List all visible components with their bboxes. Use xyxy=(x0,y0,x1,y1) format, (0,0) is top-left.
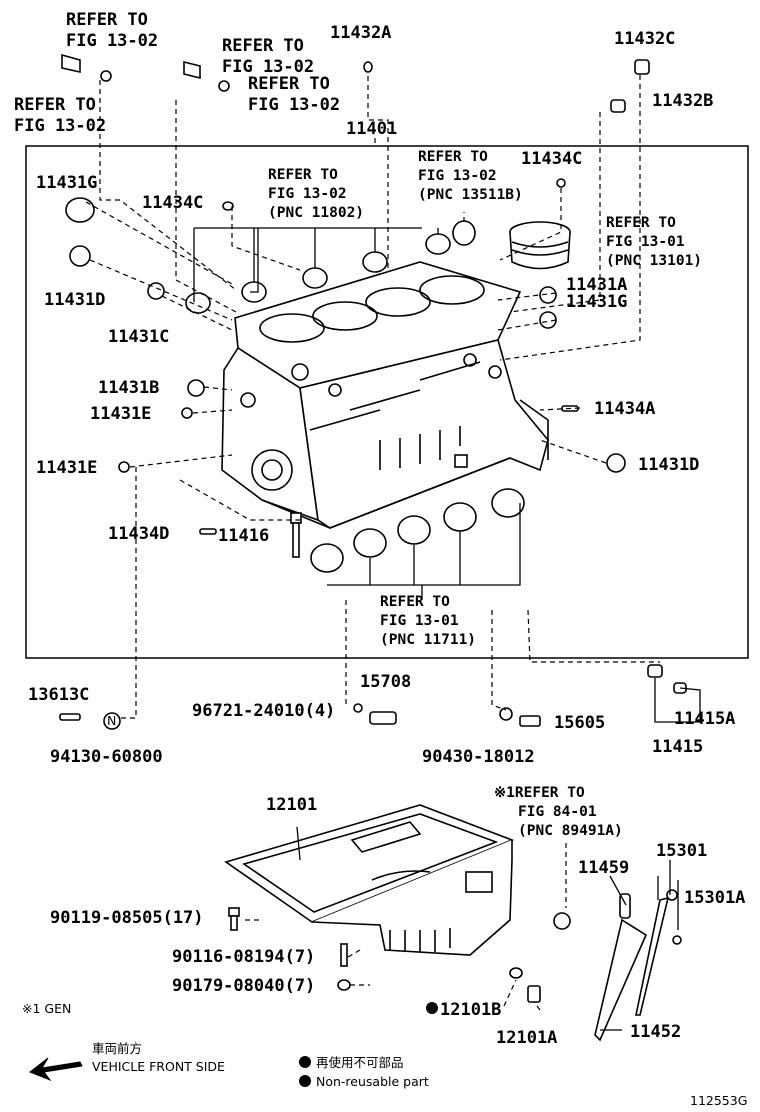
label-12101: 12101 xyxy=(266,795,317,815)
figure-id: 112553G xyxy=(690,1093,747,1108)
piston-drawing xyxy=(509,221,571,270)
label-11452: 11452 xyxy=(630,1022,681,1042)
label-12101B: 12101B xyxy=(440,1000,501,1020)
label-11415: 11415 xyxy=(652,737,703,757)
oil-pan-hardware xyxy=(228,907,541,1003)
ref-top-left-2-line1: REFER TO xyxy=(14,95,96,115)
bolt-11416 xyxy=(290,512,302,558)
ref-mid1-line3: (PNC 11802) xyxy=(268,205,364,221)
ref-top-2-line2: FIG 13-02 xyxy=(222,57,314,77)
label-11431G-right: 11431G xyxy=(566,292,627,312)
legend-en: Non-reusable part xyxy=(316,1074,429,1089)
label-94130: 94130-60800 xyxy=(50,747,163,767)
lower-bearing-shells xyxy=(310,488,525,573)
legend-dot-icon-2 xyxy=(299,1075,311,1087)
label-11401: 11401 xyxy=(346,119,397,139)
block-group-frame xyxy=(25,145,749,659)
ref-mid2-line1: REFER TO xyxy=(418,149,488,165)
oil-pan-drawing xyxy=(224,804,571,956)
ref-main-line1: REFER TO xyxy=(380,594,450,610)
non-reusable-n-mark: N xyxy=(107,713,116,728)
label-11434C-left: 11434C xyxy=(142,193,203,213)
ref-top-left-1-line1: REFER TO xyxy=(66,10,148,30)
ref-mid1-line2: FIG 13-02 xyxy=(268,186,347,202)
label-11432A: 11432A xyxy=(330,23,391,43)
ref-pan-line2: FIG 84-01 xyxy=(518,804,597,820)
leader-lines xyxy=(85,75,701,1031)
label-11431B: 11431B xyxy=(98,378,159,398)
ref-mid2-line3: (PNC 13511B) xyxy=(418,187,523,203)
gen-note: ※1 GEN xyxy=(22,1001,71,1016)
ref-mid2-line2: FIG 13-02 xyxy=(418,168,497,184)
label-11432C: 11432C xyxy=(614,29,675,49)
ref-piston-line2: FIG 13-01 xyxy=(606,234,685,250)
cylinder-block-drawing xyxy=(221,261,549,529)
label-11431G-left: 11431G xyxy=(36,173,97,193)
ref-top-left-1-line2: FIG 13-02 xyxy=(66,31,158,51)
front-label-jp: 車両前方 xyxy=(92,1041,142,1056)
label-11416: 11416 xyxy=(218,526,269,546)
label-11459: 11459 xyxy=(578,858,629,878)
ref-pan-line3: (PNC 89491A) xyxy=(518,823,623,839)
external-hardware xyxy=(59,664,687,730)
vehicle-front-arrow-icon xyxy=(29,1057,83,1082)
label-90116: 90116-08194(7) xyxy=(172,947,315,967)
label-11431C: 11431C xyxy=(108,327,169,347)
ref-top-left-2-line2: FIG 13-02 xyxy=(14,116,106,136)
label-11434C-right: 11434C xyxy=(521,149,582,169)
label-11431E-upper: 11431E xyxy=(90,404,151,424)
label-90119: 90119-08505(17) xyxy=(50,908,204,928)
ref-main-line2: FIG 13-01 xyxy=(380,613,459,629)
ref-main-line3: (PNC 11711) xyxy=(380,632,476,648)
label-90430: 90430-18012 xyxy=(422,747,535,767)
legend-jp: 再使用不可部品 xyxy=(316,1055,404,1070)
label-15708: 15708 xyxy=(360,672,411,692)
label-11431E-lower: 11431E xyxy=(36,458,97,478)
label-15301: 15301 xyxy=(656,841,707,861)
ref-top-3-line2: FIG 13-02 xyxy=(248,95,340,115)
label-11432B: 11432B xyxy=(652,91,713,111)
dipstick-drawing xyxy=(594,889,682,1042)
ref-pan-line1: ※1REFER TO xyxy=(494,785,585,801)
label-11431D-left: 11431D xyxy=(44,290,105,310)
ref-top-3-line1: REFER TO xyxy=(248,74,330,94)
label-96721: 96721-24010(4) xyxy=(192,701,335,721)
legend-dot-icon-1 xyxy=(299,1056,311,1068)
plug-parts xyxy=(61,53,650,535)
label-15605: 15605 xyxy=(554,713,605,733)
front-label-en: VEHICLE FRONT SIDE xyxy=(92,1059,225,1074)
label-15301A: 15301A xyxy=(684,888,745,908)
label-13613C: 13613C xyxy=(28,685,89,705)
label-11431A: 11431A xyxy=(566,275,627,295)
ref-piston-line1: REFER TO xyxy=(606,215,676,231)
ref-mid1-line1: REFER TO xyxy=(268,167,338,183)
ref-top-2-line1: REFER TO xyxy=(222,36,304,56)
label-11415A: 11415A xyxy=(674,709,735,729)
label-11431D-right: 11431D xyxy=(638,455,699,475)
label-11434A: 11434A xyxy=(594,399,655,419)
non-reusable-marker-12101B xyxy=(426,1002,438,1014)
label-11434D: 11434D xyxy=(108,524,169,544)
label-12101A: 12101A xyxy=(496,1028,557,1048)
label-90179: 90179-08040(7) xyxy=(172,976,315,996)
ref-piston-line3: (PNC 13101) xyxy=(606,253,702,269)
